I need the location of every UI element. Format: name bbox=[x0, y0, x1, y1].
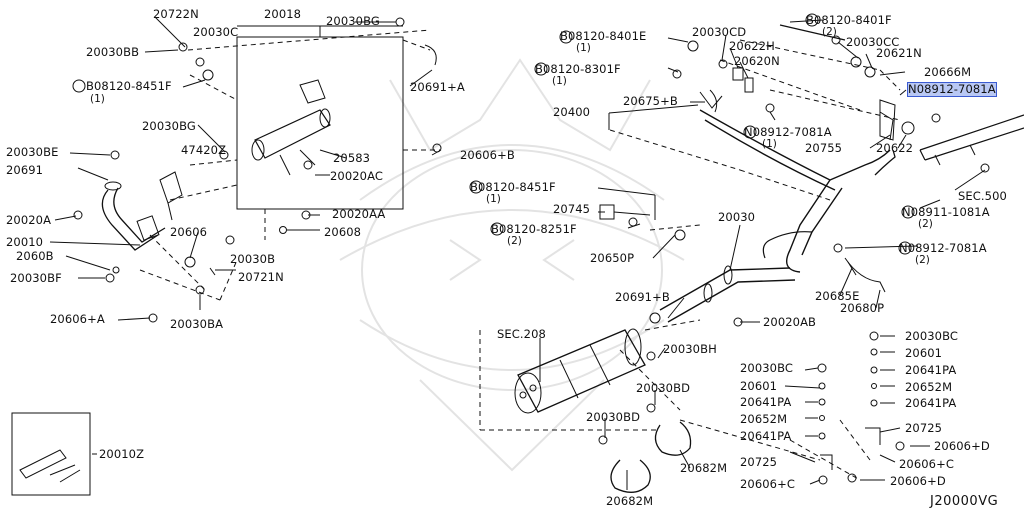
part-label-20030be: 20030BE bbox=[6, 145, 59, 159]
part-label-20606: 20606 bbox=[170, 225, 208, 239]
qty-b08120-8301f: (1) bbox=[552, 75, 567, 87]
part-label-20030bd-b: 20030BD bbox=[586, 410, 641, 424]
part-label-20030cc: 20030CC bbox=[846, 35, 900, 49]
part-label-20641pa-mid1: 20641PA bbox=[740, 395, 792, 409]
part-label-20691: 20691 bbox=[6, 163, 44, 177]
part-label-20622h: 20622H bbox=[729, 39, 775, 53]
part-label-20030bc-mid: 20030BC bbox=[740, 361, 794, 375]
part-label-b08120-8301f: B08120-8301F bbox=[535, 62, 621, 76]
part-label-n08912-7081a-mid: N08912-7081A bbox=[744, 125, 832, 139]
part-label-20650p: 20650P bbox=[590, 251, 635, 265]
part-label-20020a: 20020A bbox=[6, 213, 52, 227]
part-label-20641pa-right2: 20641PA bbox=[905, 396, 957, 410]
part-label-n08912-7081a-low: N08912-7081A bbox=[899, 241, 987, 255]
part-label-20030: 20030 bbox=[718, 210, 756, 224]
part-label-20652m-right: 20652M bbox=[905, 380, 953, 394]
part-label-20030cd: 20030CD bbox=[692, 25, 747, 39]
part-label-20641pa-mid2: 20641PA bbox=[740, 429, 792, 443]
part-label-b08120-8251f: B08120-8251F bbox=[491, 222, 577, 236]
part-label-20745: 20745 bbox=[553, 202, 591, 216]
part-label-20652m-mid: 20652M bbox=[740, 412, 788, 426]
part-label-b08120-8401f: B08120-8401F bbox=[806, 13, 892, 27]
part-label-20641pa-right1: 20641PA bbox=[905, 363, 957, 377]
part-label-20018: 20018 bbox=[264, 7, 302, 21]
part-label-20601-right: 20601 bbox=[905, 346, 943, 360]
part-label-20675b: 20675+B bbox=[623, 94, 678, 108]
part-label-20755: 20755 bbox=[805, 141, 843, 155]
part-label-20721n: 20721N bbox=[238, 270, 284, 284]
watermark-emblem bbox=[339, 58, 685, 472]
part-label-20030bg-mid: 20030BG bbox=[142, 119, 196, 133]
part-label-sec208: SEC.208 bbox=[497, 327, 546, 341]
part-label-20030bg-top: 20030BG bbox=[326, 14, 380, 28]
part-label-20030bc-right: 20030BC bbox=[905, 329, 959, 343]
qty-n08911-1081a: (2) bbox=[918, 218, 933, 230]
part-label-n08912-7081a-highlighted[interactable]: N08912-7081A bbox=[907, 82, 997, 97]
part-label-20606d-a: 20606+D bbox=[934, 439, 990, 453]
part-label-20608: 20608 bbox=[324, 225, 362, 239]
part-label-20691a: 20691+A bbox=[410, 80, 465, 94]
part-label-20725-right: 20725 bbox=[905, 421, 943, 435]
qty-b08120-8451f-b: (1) bbox=[486, 193, 501, 205]
part-label-20030bb: 20030BB bbox=[86, 45, 140, 59]
part-label-20682m-a: 20682M bbox=[680, 461, 728, 475]
qty-b08120-8451f-a: (1) bbox=[90, 93, 105, 105]
part-label-2060b: 2060B bbox=[16, 249, 54, 263]
kit-20010z-box bbox=[11, 412, 91, 496]
part-label-47420z: 47420Z bbox=[181, 143, 227, 157]
part-label-20583: 20583 bbox=[333, 151, 371, 165]
part-label-20606c-mid: 20606+C bbox=[740, 477, 795, 491]
part-label-20010z: 20010Z bbox=[99, 447, 145, 461]
part-label-20680p: 20680P bbox=[840, 301, 885, 315]
part-label-20606c-right: 20606+C bbox=[899, 457, 954, 471]
part-label-20020aa: 20020AA bbox=[332, 207, 386, 221]
part-label-20622: 20622 bbox=[876, 141, 914, 155]
part-label-20606b: 20606+B bbox=[460, 148, 515, 162]
part-label-b08120-8451f-b: B08120-8451F bbox=[470, 180, 556, 194]
part-label-20666m: 20666M bbox=[924, 65, 972, 79]
part-label-20722n: 20722N bbox=[153, 7, 199, 21]
part-label-20030bd-a: 20030BD bbox=[636, 381, 691, 395]
part-label-20725-mid: 20725 bbox=[740, 455, 778, 469]
qty-n08912-7081a-mid: (1) bbox=[762, 138, 777, 150]
qty-b08120-8401f: (2) bbox=[822, 26, 837, 38]
part-label-20030bh: 20030BH bbox=[663, 342, 717, 356]
part-label-20030c: 20030C bbox=[193, 25, 239, 39]
part-label-20685e: 20685E bbox=[815, 289, 860, 303]
part-label-20601-mid: 20601 bbox=[740, 379, 778, 393]
part-label-20606a: 20606+A bbox=[50, 312, 105, 326]
part-label-20621n: 20621N bbox=[876, 46, 922, 60]
part-label-20606d-b: 20606+D bbox=[890, 474, 946, 488]
part-label-b08120-8401e: B08120-8401E bbox=[560, 29, 647, 43]
part-label-b08120-8451f-a: B08120-8451F bbox=[86, 79, 172, 93]
part-label-20620n: 20620N bbox=[734, 54, 780, 68]
part-label-sec500: SEC.500 bbox=[958, 189, 1007, 203]
part-label-n08911-1081a: N08911-1081A bbox=[902, 205, 990, 219]
part-label-20010: 20010 bbox=[6, 235, 44, 249]
part-label-20400: 20400 bbox=[553, 105, 591, 119]
assembly-20018-box bbox=[236, 36, 404, 210]
qty-b08120-8251f: (2) bbox=[507, 235, 522, 247]
part-label-20030bf: 20030BF bbox=[10, 271, 62, 285]
qty-n08912-7081a-low: (2) bbox=[915, 254, 930, 266]
diagram-code: J20000VG bbox=[930, 494, 999, 509]
part-label-20020ab: 20020AB bbox=[763, 315, 817, 329]
qty-b08120-8401e: (1) bbox=[576, 42, 591, 54]
part-label-20691b: 20691+B bbox=[615, 290, 670, 304]
part-label-20020ac: 20020AC bbox=[330, 169, 383, 183]
part-label-20030ba: 20030BA bbox=[170, 317, 224, 331]
part-label-20682m-b: 20682M bbox=[606, 494, 654, 508]
part-label-20030b: 20030B bbox=[230, 252, 276, 266]
